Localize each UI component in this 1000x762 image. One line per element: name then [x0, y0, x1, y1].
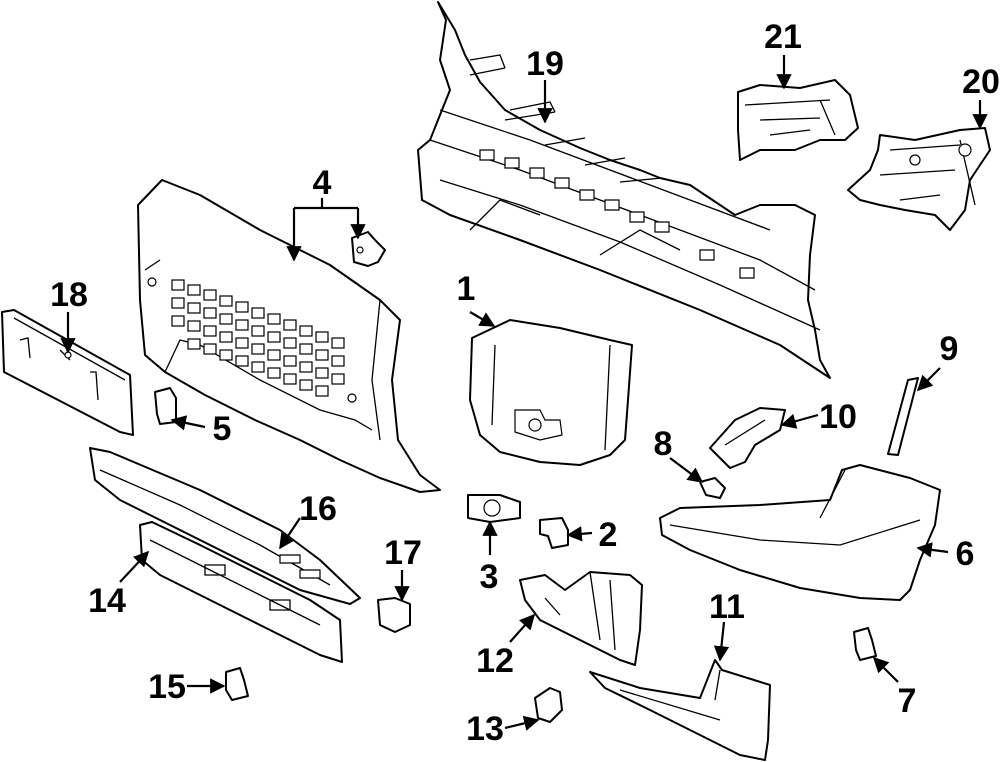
leader-13	[504, 715, 540, 731]
part-10-bracket	[709, 407, 786, 469]
callout-4: 4	[313, 164, 332, 202]
part-1-shroud	[469, 319, 633, 466]
callout-7: 7	[898, 682, 917, 720]
part-8-clip	[699, 477, 726, 499]
part-2-sensor	[539, 517, 569, 549]
leader-11	[713, 621, 730, 662]
part-4-grille	[137, 179, 441, 493]
part-12-lower-bracket	[519, 571, 643, 666]
part-21-bracket	[737, 79, 859, 161]
callout-13: 13	[466, 710, 504, 748]
callout-21: 21	[764, 18, 802, 56]
callout-8: 8	[654, 425, 673, 463]
callout-15: 15	[148, 668, 186, 706]
leader-8	[669, 457, 704, 483]
callout-10: 10	[819, 398, 857, 436]
leader-2	[566, 526, 593, 542]
part-20-side-bracket	[847, 127, 991, 231]
part-3-sensor-bracket	[467, 494, 521, 523]
leader-16	[279, 517, 301, 550]
callout-17: 17	[384, 534, 422, 572]
leader-1	[469, 311, 496, 327]
leader-7	[872, 656, 899, 683]
part-19-upper-reinforcement	[417, 1, 831, 379]
callout-6: 6	[956, 535, 975, 573]
callout-5: 5	[213, 410, 232, 448]
leader-lines	[60, 55, 988, 731]
callout-16: 16	[299, 490, 337, 528]
callout-9: 9	[940, 330, 959, 368]
callout-2: 2	[599, 516, 618, 554]
part-5-clip	[154, 387, 177, 425]
callout-labels: 1 2 3 4 5 6 7 8 9 10 11 12 13 14 15 16 1…	[50, 18, 1000, 748]
callout-11: 11	[709, 588, 745, 626]
leader-5	[170, 415, 206, 431]
leader-6	[916, 542, 949, 558]
callout-12: 12	[476, 642, 514, 680]
part-9-molding	[887, 377, 919, 456]
callout-20: 20	[962, 63, 1000, 101]
leader-14	[119, 550, 150, 583]
callout-3: 3	[480, 558, 499, 596]
part-17-clip	[377, 597, 411, 633]
part-14-lower-absorber	[139, 521, 343, 663]
part-16-lower-panel	[89, 447, 361, 605]
part-7-clip	[853, 627, 877, 661]
part-15-clip	[225, 667, 249, 701]
callout-14: 14	[88, 582, 126, 620]
leader-10	[780, 413, 819, 429]
callout-19: 19	[526, 45, 564, 83]
part-4-clip	[351, 231, 386, 267]
part-11-lower-trim	[589, 659, 771, 761]
part-13-clip	[534, 687, 563, 723]
callout-18: 18	[50, 276, 88, 314]
leader-12	[509, 613, 536, 643]
leader-9	[916, 367, 941, 392]
callout-1: 1	[457, 270, 476, 308]
